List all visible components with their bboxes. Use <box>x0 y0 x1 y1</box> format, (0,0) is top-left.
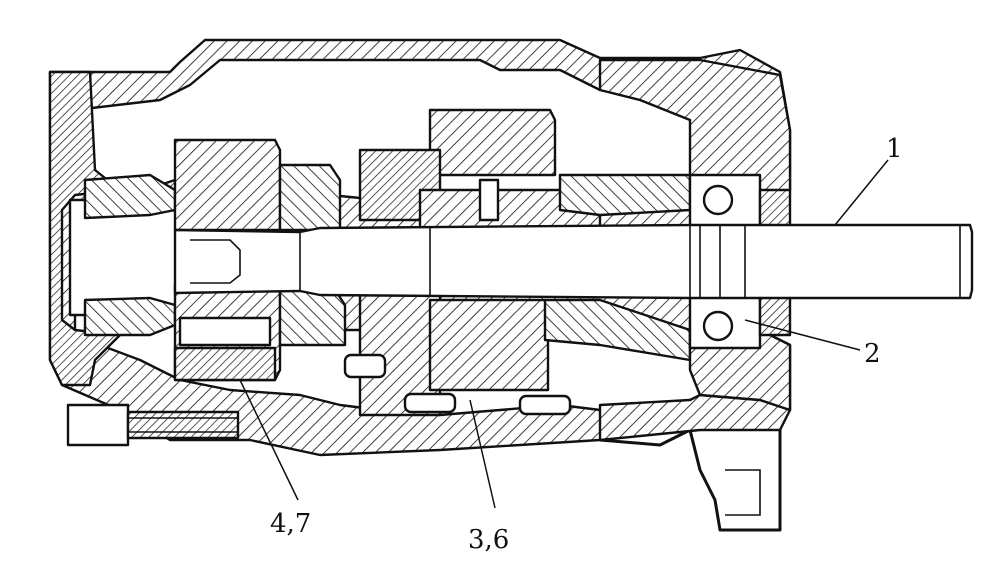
callout-front-cartridge: 3,6 <box>468 525 509 555</box>
leader-shaft <box>834 159 889 226</box>
ball-bearing <box>688 173 792 350</box>
callout-rear-cartridge: 4,7 <box>270 509 311 539</box>
housing-foot <box>599 410 782 532</box>
dowel-pins <box>343 178 572 416</box>
callout-shaft: 1 <box>886 134 903 164</box>
drive-shaft <box>173 218 974 305</box>
callout-leaders <box>239 159 889 509</box>
callout-bearing: 2 <box>864 339 881 369</box>
front-cartridge <box>358 108 692 417</box>
leader-front-cartridge <box>469 399 496 509</box>
leader-rear-cartridge <box>239 379 299 501</box>
left-end-cover <box>48 70 182 387</box>
leader-bearing <box>744 319 861 351</box>
rear-cartridge <box>173 138 347 382</box>
housing-bolt <box>66 403 240 447</box>
